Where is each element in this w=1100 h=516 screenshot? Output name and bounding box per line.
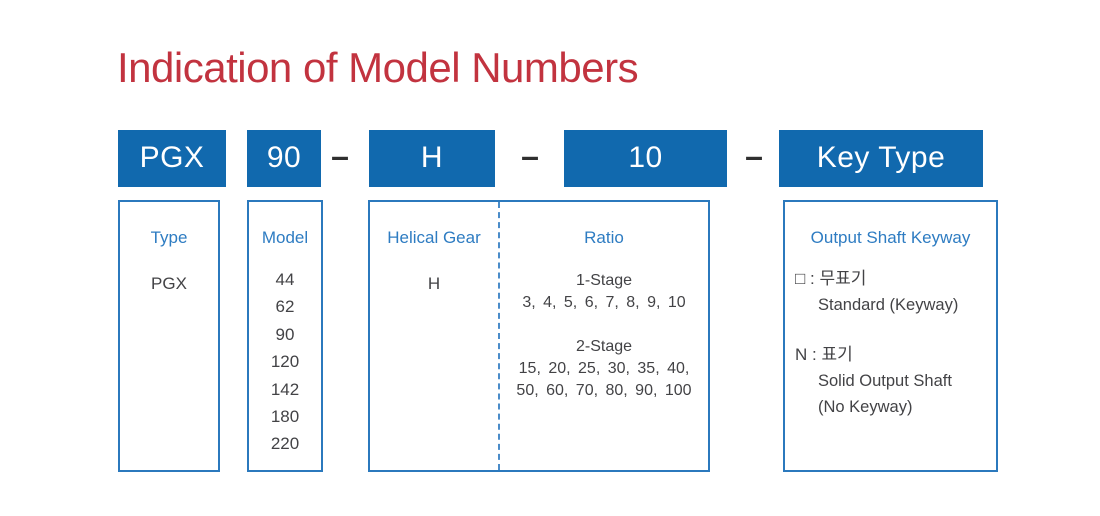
model-list-item: 90 [275,324,295,344]
model-code-segment-model: 90 [247,130,321,187]
stage-values: 50, 60, 70, 80, 90, 100 [516,382,692,399]
stage-name: 1-Stage [575,272,633,289]
ratio-column: Ratio 1-Stage 3, 4, 5, 6, 7, 8, 9, 10 2-… [500,202,708,470]
type-heading: Type [150,228,188,247]
helical-gear-column: Helical Gear H [370,202,500,470]
gear-ratio-panel: Helical Gear H Ratio 1-Stage 3, 4, 5, 6,… [368,200,710,472]
stage-values: 3, 4, 5, 6, 7, 8, 9, 10 [522,294,686,311]
keyway-option-description: (No Keyway) [818,398,913,416]
model-panel: Model 44 62 90 120 142 180 220 [247,200,323,472]
model-list: 44 62 90 120 142 180 220 [249,266,321,458]
separator-dash: – [331,138,349,174]
keyway-option-description: Standard (Keyway) [818,296,959,314]
page-title: Indication of Model Numbers [117,44,639,91]
model-heading: Model [261,228,309,247]
stage-values: 15, 20, 25, 30, 35, 40, [518,360,690,377]
keyway-panel: Output Shaft Keyway □ : 무표기 Standard (Ke… [783,200,998,472]
model-code-segment-gear: H [369,130,495,187]
model-code-segment-ratio: 10 [564,130,727,187]
keyway-option-solid-shaft: N : 표기 Solid Output Shaft (No Keyway) [795,342,990,420]
model-list-item: 180 [270,407,300,427]
ratio-stage-group: 1-Stage 3, 4, 5, 6, 7, 8, 9, 10 [500,270,708,314]
keyway-option-standard: □ : 무표기 Standard (Keyway) [795,266,990,318]
type-value: PGX [151,274,187,293]
model-list-item: 220 [270,434,300,454]
helical-gear-heading: Helical Gear [387,228,481,247]
keyway-options: □ : 무표기 Standard (Keyway) N : 표기 Solid O… [785,266,996,420]
separator-dash: – [521,138,539,174]
keyway-option-description: Solid Output Shaft [818,372,952,390]
keyway-option-symbol: □ : 무표기 [795,269,867,288]
model-code-segment-keytype: Key Type [779,130,983,187]
stage-name: 2-Stage [575,338,633,355]
model-list-item: 62 [275,297,295,317]
model-list-item: 142 [270,379,300,399]
keyway-heading: Output Shaft Keyway [810,228,971,247]
ratio-stage-group: 2-Stage 15, 20, 25, 30, 35, 40, 50, 60, … [500,336,708,402]
helical-gear-value: H [427,274,441,293]
model-code-segment-type: PGX [118,130,226,187]
ratio-heading: Ratio [584,228,624,247]
separator-dash: – [745,138,763,174]
model-list-item: 44 [275,270,295,289]
type-panel: Type PGX [118,200,220,472]
keyway-option-symbol: N : 표기 [795,345,853,364]
model-list-item: 120 [270,352,300,372]
